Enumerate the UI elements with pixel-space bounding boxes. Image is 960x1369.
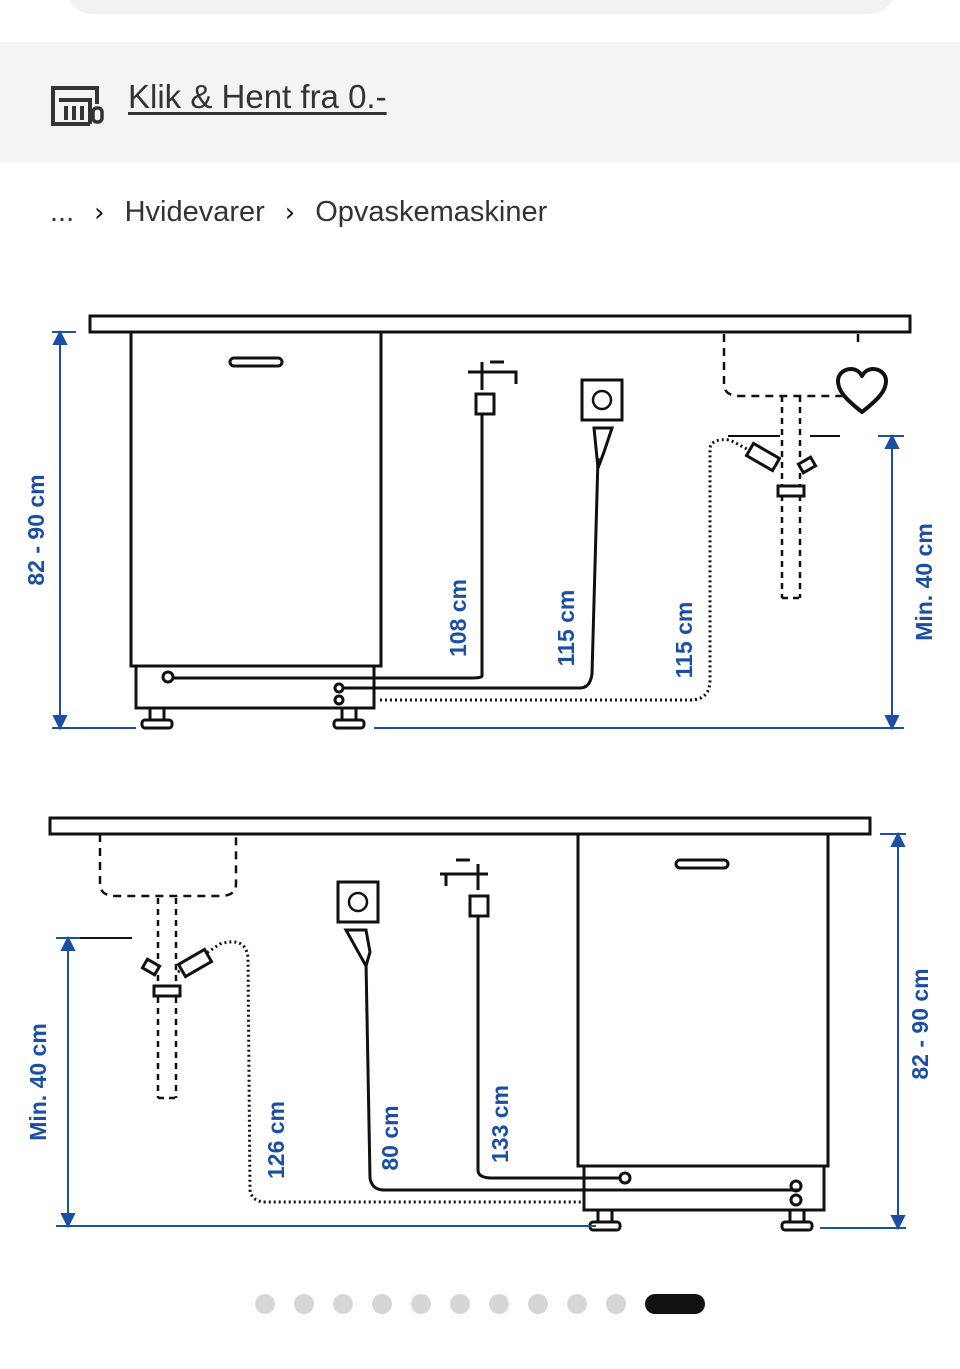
installation-diagram: 82 - 90 cm Min. 40 cm 108 cm 115 cm 115 … (23, 314, 937, 1232)
carousel-dot[interactable] (567, 1294, 587, 1314)
carousel-dot-active[interactable] (645, 1294, 705, 1314)
breadcrumb-opvaskemaskiner[interactable]: Opvaskemaskiner (315, 196, 548, 228)
search-bar-bottom[interactable] (66, 0, 896, 14)
carousel-dot[interactable] (528, 1294, 548, 1314)
breadcrumb-hvidevarer[interactable]: Hvidevarer (124, 196, 265, 228)
top-installation-drawing (88, 314, 912, 730)
carousel-dot[interactable] (333, 1294, 353, 1314)
top-hose-label-3: 115 cm (671, 602, 697, 679)
bottom-dimension-lines (56, 831, 906, 1231)
top-height-label: 82 - 90 cm (23, 474, 49, 585)
bottom-hose-label-1: 126 cm (263, 1101, 289, 1179)
top-dimension-lines (52, 329, 904, 731)
top-min-label: Min. 40 cm (911, 523, 937, 641)
carousel-dot[interactable] (255, 1294, 275, 1314)
click-collect-link[interactable]: Klik & Hent fra 0.- (128, 78, 387, 115)
top-hose-label-1: 108 cm (445, 579, 471, 657)
chevron-right-icon: › (94, 197, 105, 228)
carousel-dot[interactable] (372, 1294, 392, 1314)
carousel-dot[interactable] (489, 1294, 509, 1314)
store-icon (51, 86, 104, 126)
carousel-dot[interactable] (294, 1294, 314, 1314)
carousel-dot[interactable] (411, 1294, 431, 1314)
bottom-hose-label-3: 133 cm (487, 1085, 513, 1163)
bottom-installation-drawing (48, 816, 872, 1232)
carousel-dot[interactable] (606, 1294, 626, 1314)
bottom-hose-label-2: 80 cm (377, 1105, 403, 1170)
bottom-min-label: Min. 40 cm (25, 1023, 51, 1141)
heart-outline-icon[interactable] (834, 366, 890, 418)
bottom-height-label: 82 - 90 cm (907, 968, 933, 1079)
top-hose-label-2: 115 cm (553, 590, 579, 667)
carousel-pagination (0, 1294, 960, 1314)
chevron-right-icon: › (284, 197, 296, 228)
breadcrumb-ellipsis[interactable]: ... (50, 196, 75, 228)
breadcrumb: ... › Hvidevarer › Opvaskemaskiner (50, 196, 547, 229)
click-collect-banner (0, 42, 960, 162)
carousel-dot[interactable] (450, 1294, 470, 1314)
